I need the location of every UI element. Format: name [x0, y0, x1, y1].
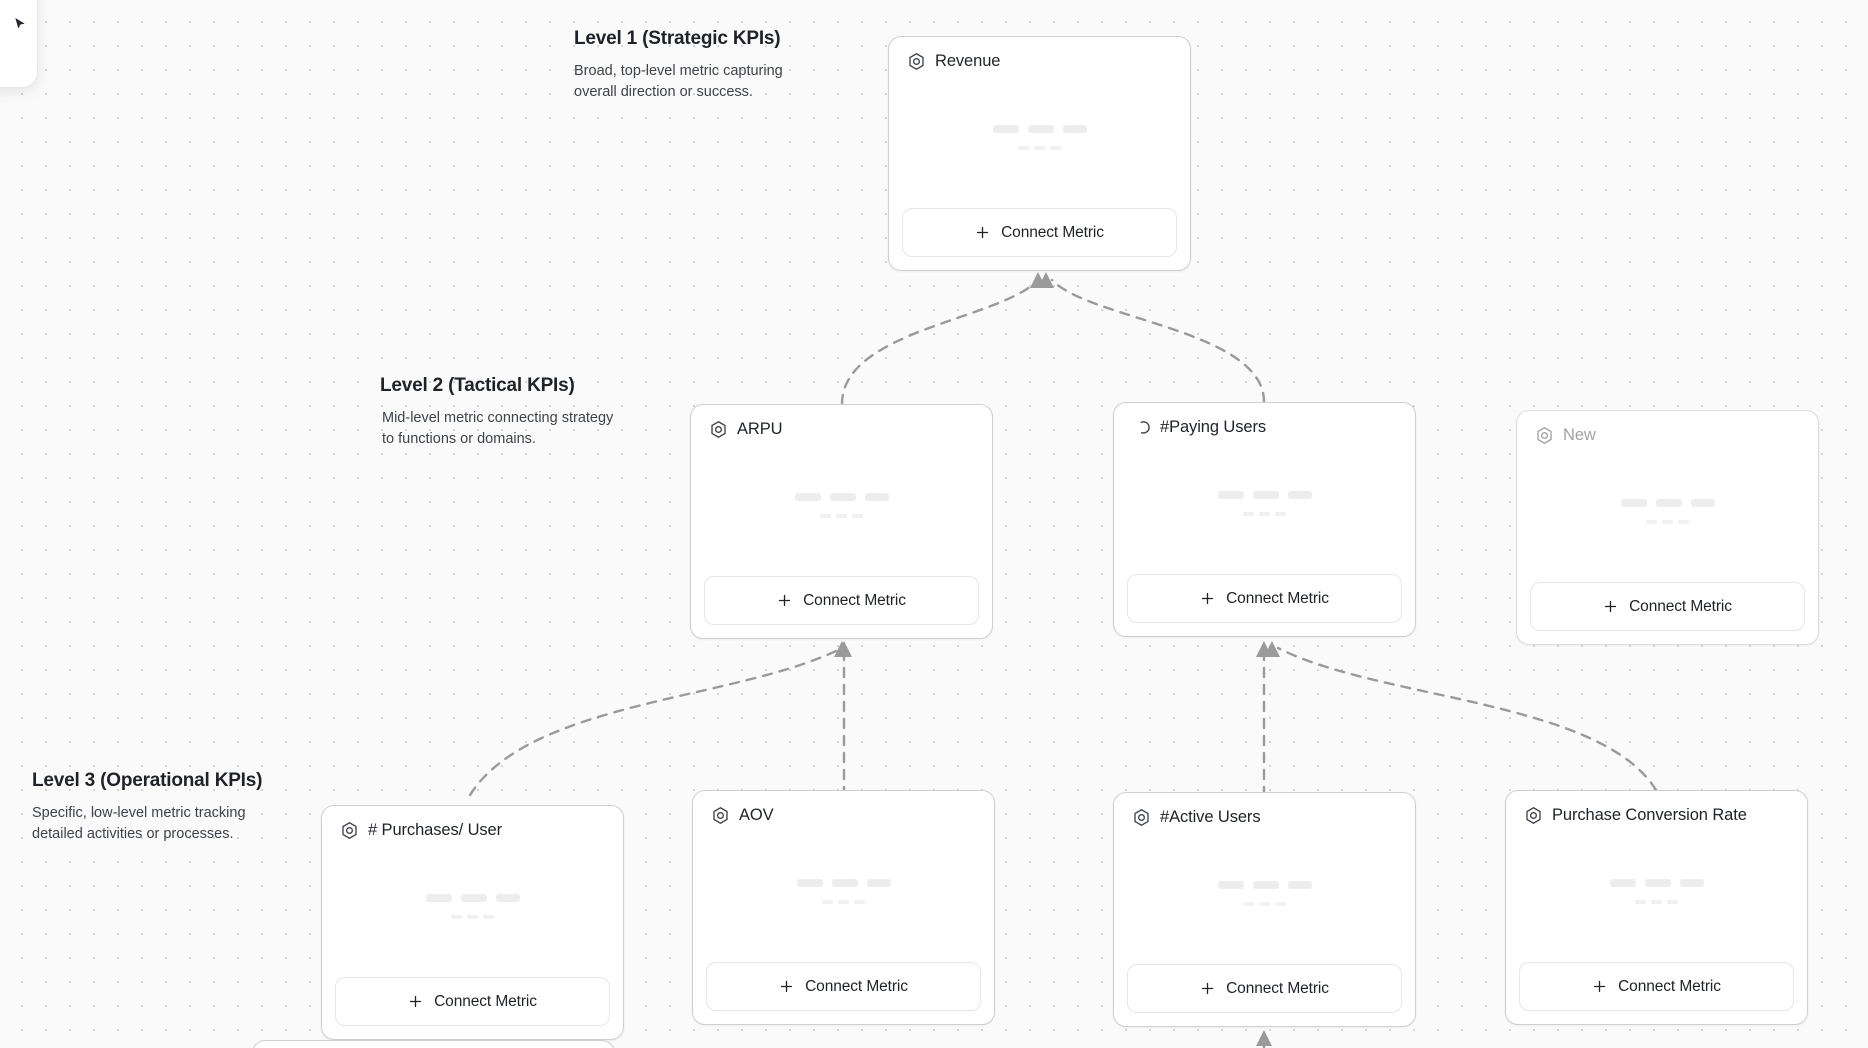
- skeleton-row-secondary: [1018, 146, 1061, 150]
- connect-metric-label: Connect Metric: [1226, 979, 1329, 997]
- metric-card-active-users[interactable]: #Active Users Connect Metric: [1113, 792, 1416, 1027]
- connect-metric-button[interactable]: Connect Metric: [1519, 962, 1794, 1011]
- connect-metric-button[interactable]: Connect Metric: [1127, 574, 1402, 623]
- connect-metric-button[interactable]: Connect Metric: [704, 576, 979, 625]
- connect-metric-label: Connect Metric: [434, 992, 537, 1010]
- card-header: # Purchases/ User: [322, 806, 623, 840]
- plus-icon: [778, 594, 791, 607]
- skeleton-row-primary: [1217, 881, 1312, 889]
- skeleton-row-secondary: [1646, 520, 1689, 524]
- card-title: # Purchases/ User: [368, 821, 503, 839]
- metric-card-aov[interactable]: AOV Connect Metric: [692, 790, 995, 1025]
- card-header: #Paying Users: [1114, 403, 1415, 437]
- connect-metric-button[interactable]: Connect Metric: [1530, 582, 1805, 631]
- skeleton-row-primary: [796, 879, 891, 887]
- level-2-description: Mid-level metric connecting strategy to …: [382, 410, 614, 448]
- card-title: ARPU: [737, 420, 783, 438]
- plus-icon: [1201, 592, 1214, 605]
- hexagon-target-icon: [1526, 806, 1541, 825]
- hexagon-target-icon: [1537, 426, 1552, 445]
- skeleton-row-secondary: [1635, 900, 1678, 904]
- plus-icon: [1604, 600, 1617, 613]
- card-placeholder-body: [1506, 825, 1807, 962]
- card-placeholder-body: [889, 71, 1190, 208]
- card-header: New: [1517, 411, 1818, 445]
- skeleton-row-primary: [1609, 879, 1704, 887]
- cursor-pointer-icon: [15, 18, 25, 29]
- card-header: #Active Users: [1114, 793, 1415, 827]
- edge-purchases-to-arpu: [468, 646, 844, 797]
- card-placeholder-body: [693, 825, 994, 962]
- level-2-title: Level 2 (Tactical KPIs): [380, 375, 575, 396]
- spinner-arc-icon: [1140, 421, 1150, 434]
- plus-icon: [780, 980, 793, 993]
- hexagon-target-icon: [342, 821, 357, 840]
- level-3-title: Level 3 (Operational KPIs): [32, 770, 263, 791]
- skeleton-row-secondary: [451, 915, 494, 919]
- metric-card-arpu[interactable]: ARPU Connect Metric: [690, 404, 993, 639]
- connect-metric-button[interactable]: Connect Metric: [335, 977, 610, 1026]
- level-1-description: Broad, top-level metric capturing overal…: [574, 63, 783, 101]
- connect-metric-label: Connect Metric: [1618, 977, 1721, 995]
- skeleton-row-primary: [794, 493, 889, 501]
- card-title: #Paying Users: [1160, 418, 1266, 436]
- connect-metric-label: Connect Metric: [1226, 589, 1329, 607]
- skeleton-row-secondary: [822, 900, 865, 904]
- card-header: [253, 1041, 614, 1048]
- card-header: Purchase Conversion Rate: [1506, 791, 1807, 825]
- level-3-description: Specific, low-level metric tracking deta…: [32, 805, 246, 843]
- hexagon-target-icon: [713, 806, 728, 825]
- floating-toolbar-panel[interactable]: [0, 0, 38, 88]
- card-placeholder-body: [322, 840, 623, 977]
- card-header: ARPU: [691, 405, 992, 439]
- skeleton-row-primary: [992, 125, 1087, 133]
- hexagon-target-icon: [711, 420, 726, 439]
- skeleton-row-secondary: [820, 514, 863, 518]
- metric-card-new[interactable]: New Connect Metric: [1516, 410, 1819, 645]
- card-title: Revenue: [935, 52, 1001, 70]
- skeleton-row-secondary: [1243, 512, 1286, 516]
- plus-icon: [409, 995, 422, 1008]
- connect-metric-label: Connect Metric: [1001, 223, 1104, 241]
- card-placeholder-body: [1114, 827, 1415, 964]
- plus-icon: [1201, 982, 1214, 995]
- card-placeholder-body: [1517, 445, 1818, 582]
- skeleton-row-primary: [1620, 499, 1715, 507]
- card-placeholder-body: [1114, 437, 1415, 574]
- connect-metric-label: Connect Metric: [803, 591, 906, 609]
- card-title: New: [1563, 426, 1596, 444]
- hexagon-target-icon: [909, 52, 924, 71]
- hexagon-target-icon: [1134, 808, 1149, 827]
- level-2-label-group: Level 2 (Tactical KPIs) Mid-level metric…: [380, 375, 627, 450]
- edge-paying-users-to-revenue: [1050, 278, 1266, 404]
- metric-card-purchases-per-user[interactable]: # Purchases/ User Connect Metric: [321, 805, 624, 1040]
- skeleton-row-primary: [1217, 491, 1312, 499]
- card-placeholder-body: [691, 439, 992, 576]
- level-1-label-group: Level 1 (Strategic KPIs) Broad, top-leve…: [574, 28, 819, 103]
- skeleton-row-primary: [425, 894, 520, 902]
- card-title: #Active Users: [1160, 808, 1261, 826]
- plus-icon: [976, 226, 989, 239]
- connect-metric-button[interactable]: Connect Metric: [1127, 964, 1402, 1013]
- edge-arpu-to-revenue: [840, 278, 1040, 406]
- connect-metric-label: Connect Metric: [805, 977, 908, 995]
- card-title: AOV: [739, 806, 774, 824]
- edge-conversion-to-paying-users: [1276, 646, 1658, 792]
- connect-metric-button[interactable]: Connect Metric: [706, 962, 981, 1011]
- card-title: Purchase Conversion Rate: [1552, 806, 1747, 824]
- metric-card-paying-users[interactable]: #Paying Users Connect Metric: [1113, 402, 1416, 637]
- metric-card-purchase-conversion-rate[interactable]: Purchase Conversion Rate Connect Metric: [1505, 790, 1808, 1025]
- metric-card-revenue[interactable]: Revenue Connect Metric: [888, 36, 1191, 271]
- metric-card-partial-bottom[interactable]: [252, 1040, 615, 1048]
- card-header: Revenue: [889, 37, 1190, 71]
- skeleton-row-secondary: [1243, 902, 1286, 906]
- card-header: AOV: [693, 791, 994, 825]
- plus-icon: [1593, 980, 1606, 993]
- connect-metric-label: Connect Metric: [1629, 597, 1732, 615]
- level-1-title: Level 1 (Strategic KPIs): [574, 28, 781, 49]
- connect-metric-button[interactable]: Connect Metric: [902, 208, 1177, 257]
- level-3-label-group: Level 3 (Operational KPIs) Specific, low…: [32, 770, 277, 845]
